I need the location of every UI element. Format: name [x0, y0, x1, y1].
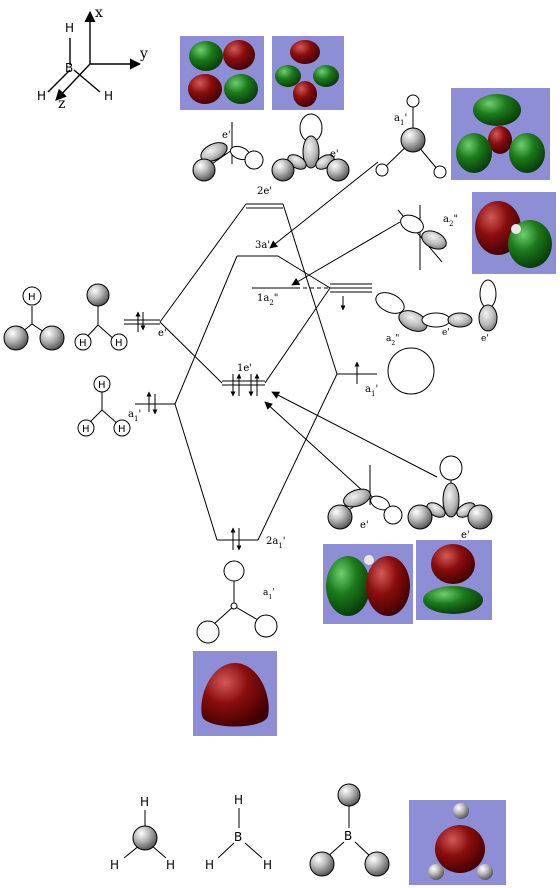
sketch-b-a1-top	[375, 94, 447, 179]
h3-frag-h2: H	[79, 338, 87, 349]
b-e-right-label: e'	[481, 334, 489, 344]
upper-e-label-2: e'	[330, 149, 339, 160]
sketch-h3-a1-frag	[77, 375, 131, 437]
b-a1-top-label: a1'	[394, 113, 407, 127]
pointer-arrows	[264, 161, 438, 493]
sketch-b-p-orbitals	[375, 279, 498, 332]
h3-a1-h1: H	[98, 380, 106, 391]
orbital-panel-1	[180, 36, 264, 110]
orbital-panel-3	[451, 88, 550, 180]
x-axis-label: x	[95, 5, 103, 21]
axes-boron-label: B	[65, 61, 73, 75]
molecule-bh3	[217, 808, 263, 859]
bh3-h-left: H	[205, 858, 214, 872]
bh-bond-left	[47, 69, 71, 93]
sketch-upper-e-left	[192, 122, 264, 182]
ch3-h-left: H	[110, 858, 119, 872]
sketch-h3-e-frags	[3, 283, 128, 351]
sketch-upper-e-right	[271, 113, 350, 182]
bh3-balls-b: B	[344, 829, 352, 843]
axes-group	[47, 10, 142, 101]
z-axis-label: z	[58, 96, 65, 112]
b-e-left-label: e'	[442, 328, 450, 338]
axes-h-top-label: H	[65, 21, 74, 35]
mo-label-1a2: 1a2"	[257, 293, 278, 307]
h3-frag-h3: H	[115, 338, 123, 349]
sketch-bottom-a1	[196, 560, 278, 644]
y-axis-label: y	[139, 46, 148, 62]
orbital-panel-2	[272, 36, 344, 110]
b-a2-label-2: a2"	[386, 334, 399, 347]
z-axis	[55, 63, 91, 101]
lower-e-left-label: e'	[360, 520, 369, 531]
orbital-panel-7	[193, 651, 277, 736]
ch3-h-top: H	[140, 795, 149, 809]
orbital-panel-5	[323, 544, 413, 624]
molecule-bh3-balls	[309, 783, 390, 877]
ch3-h-right: H	[166, 858, 175, 872]
axes-h-right-label: H	[104, 89, 113, 103]
orbital-panel-4	[472, 192, 556, 274]
sketch-b-a2	[397, 205, 447, 270]
orbital-panel-8	[409, 800, 506, 885]
bh3-b: B	[234, 830, 242, 844]
electron-arrows	[135, 296, 360, 551]
mo-label-2e: 2e'	[257, 186, 272, 197]
correlation-lines	[124, 203, 377, 541]
sketch-lower-e-left	[327, 465, 403, 530]
mo-label-2a1: 2a1'	[266, 536, 286, 550]
b-s-orbital	[387, 347, 435, 395]
h3-e-label: e'	[158, 328, 167, 339]
orbital-panel-6	[416, 540, 492, 620]
sketch-lower-e-right	[407, 455, 493, 530]
h3-frag-h1: H	[28, 292, 36, 303]
bh-bond-right	[73, 69, 101, 93]
mo-label-1e: 1e'	[237, 363, 252, 374]
h3-a1-h2: H	[82, 424, 90, 435]
h3-a1-h3: H	[118, 424, 126, 435]
molecule-ch3	[123, 810, 167, 859]
axes-h-left-label: H	[37, 89, 46, 103]
h3-a1-label: a1'	[128, 409, 141, 423]
bottom-a1-label: a1'	[263, 588, 275, 601]
upper-e-label: e'	[222, 130, 231, 141]
bh3-h-right: H	[263, 858, 272, 872]
bh3-h-top: H	[234, 793, 243, 807]
lower-e-right-label: e'	[461, 530, 470, 541]
b-a1-right-label: a1'	[365, 384, 378, 398]
mo-label-3a: 3a'	[255, 240, 270, 251]
b-a2-label: a2"	[443, 214, 458, 228]
